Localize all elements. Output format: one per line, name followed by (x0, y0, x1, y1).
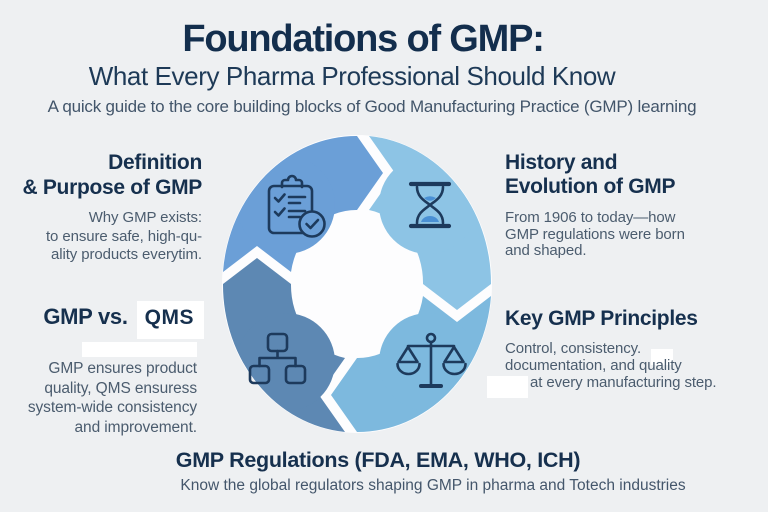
page-tagline: A quick guide to the core building block… (47, 97, 697, 116)
section-definition-heading: Definition & Purpose of GMP (22, 151, 202, 199)
qms-heading-patch: QMS (136, 301, 204, 339)
section-principles-heading: Key GMP Principles (505, 307, 698, 330)
scales-icon (396, 332, 467, 388)
blob-principles (379, 313, 477, 411)
edit-patch-quality (651, 349, 673, 365)
edit-patch-principles (487, 376, 528, 398)
section-qms-body: GMP ensures product quality, QMS ensures… (27, 360, 197, 436)
section-principles-body: Control, consistency. documentation, and… (505, 340, 717, 391)
section-qms-heading: GMP vs. QMS (43, 301, 204, 339)
page-subtitle: What Every Pharma Professional Should Kn… (88, 61, 616, 91)
blob-definition (237, 156, 335, 254)
section-definition-body: Why GMP exists: to ensure safe, high-qu-… (45, 209, 202, 263)
section-principles: Key GMP Principles Control, consistency.… (505, 306, 717, 391)
qms-heading-prefix: GMP vs. (43, 304, 128, 329)
edit-patch-strip (82, 342, 197, 357)
hourglass-icon (408, 181, 452, 229)
blob-qms (237, 313, 335, 411)
section-history: History and Evolution of GMP From 1906 t… (505, 151, 685, 260)
clipboard-checklist-icon (267, 174, 326, 238)
section-regulations-body: Know the global regulators shaping GMP i… (180, 477, 686, 494)
section-regulations-heading: GMP Regulations (FDA, EMA, WHO, ICH) (175, 448, 581, 472)
section-history-body: From 1906 to today—how GMP regulations w… (505, 209, 685, 259)
page-title: Foundations of GMP: (182, 18, 545, 60)
org-chart-icon (248, 332, 307, 385)
section-history-heading: History and Evolution of GMP (505, 151, 676, 198)
section-definition: Definition & Purpose of GMP Why GMP exis… (22, 150, 202, 265)
